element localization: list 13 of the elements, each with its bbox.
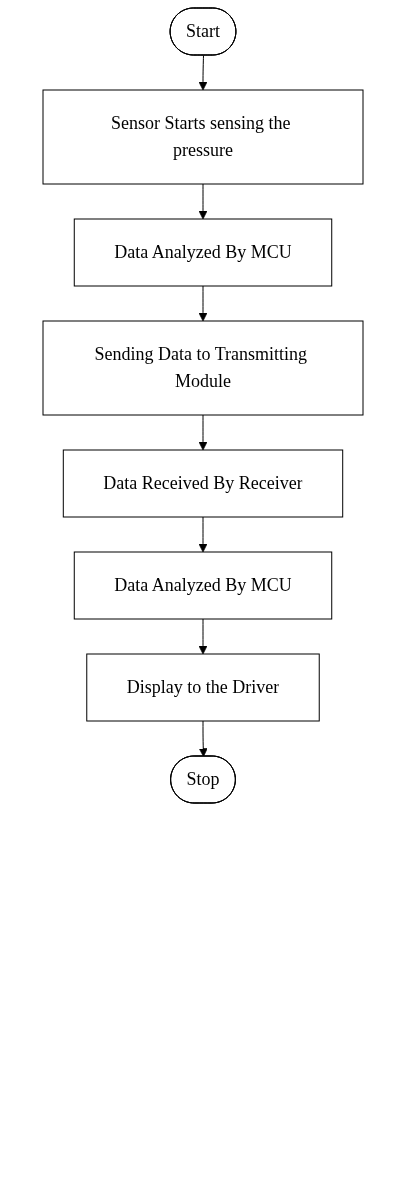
arrow — [198, 414, 208, 451]
node-box: Sensor Starts sensing the pressure — [42, 89, 364, 185]
arrow — [198, 55, 208, 91]
arrow — [198, 183, 208, 220]
arrow — [198, 618, 208, 655]
node-box: Data Analyzed By MCU — [73, 218, 333, 287]
node-box: Data Analyzed By MCU — [73, 551, 333, 620]
node-box: Sending Data to Transmitting Module — [42, 320, 364, 416]
arrow — [198, 285, 208, 322]
arrow — [198, 720, 208, 757]
node-box: Data Received By Receiver — [62, 449, 344, 518]
arrow — [198, 516, 208, 553]
node-box: Display to the Driver — [86, 653, 320, 722]
